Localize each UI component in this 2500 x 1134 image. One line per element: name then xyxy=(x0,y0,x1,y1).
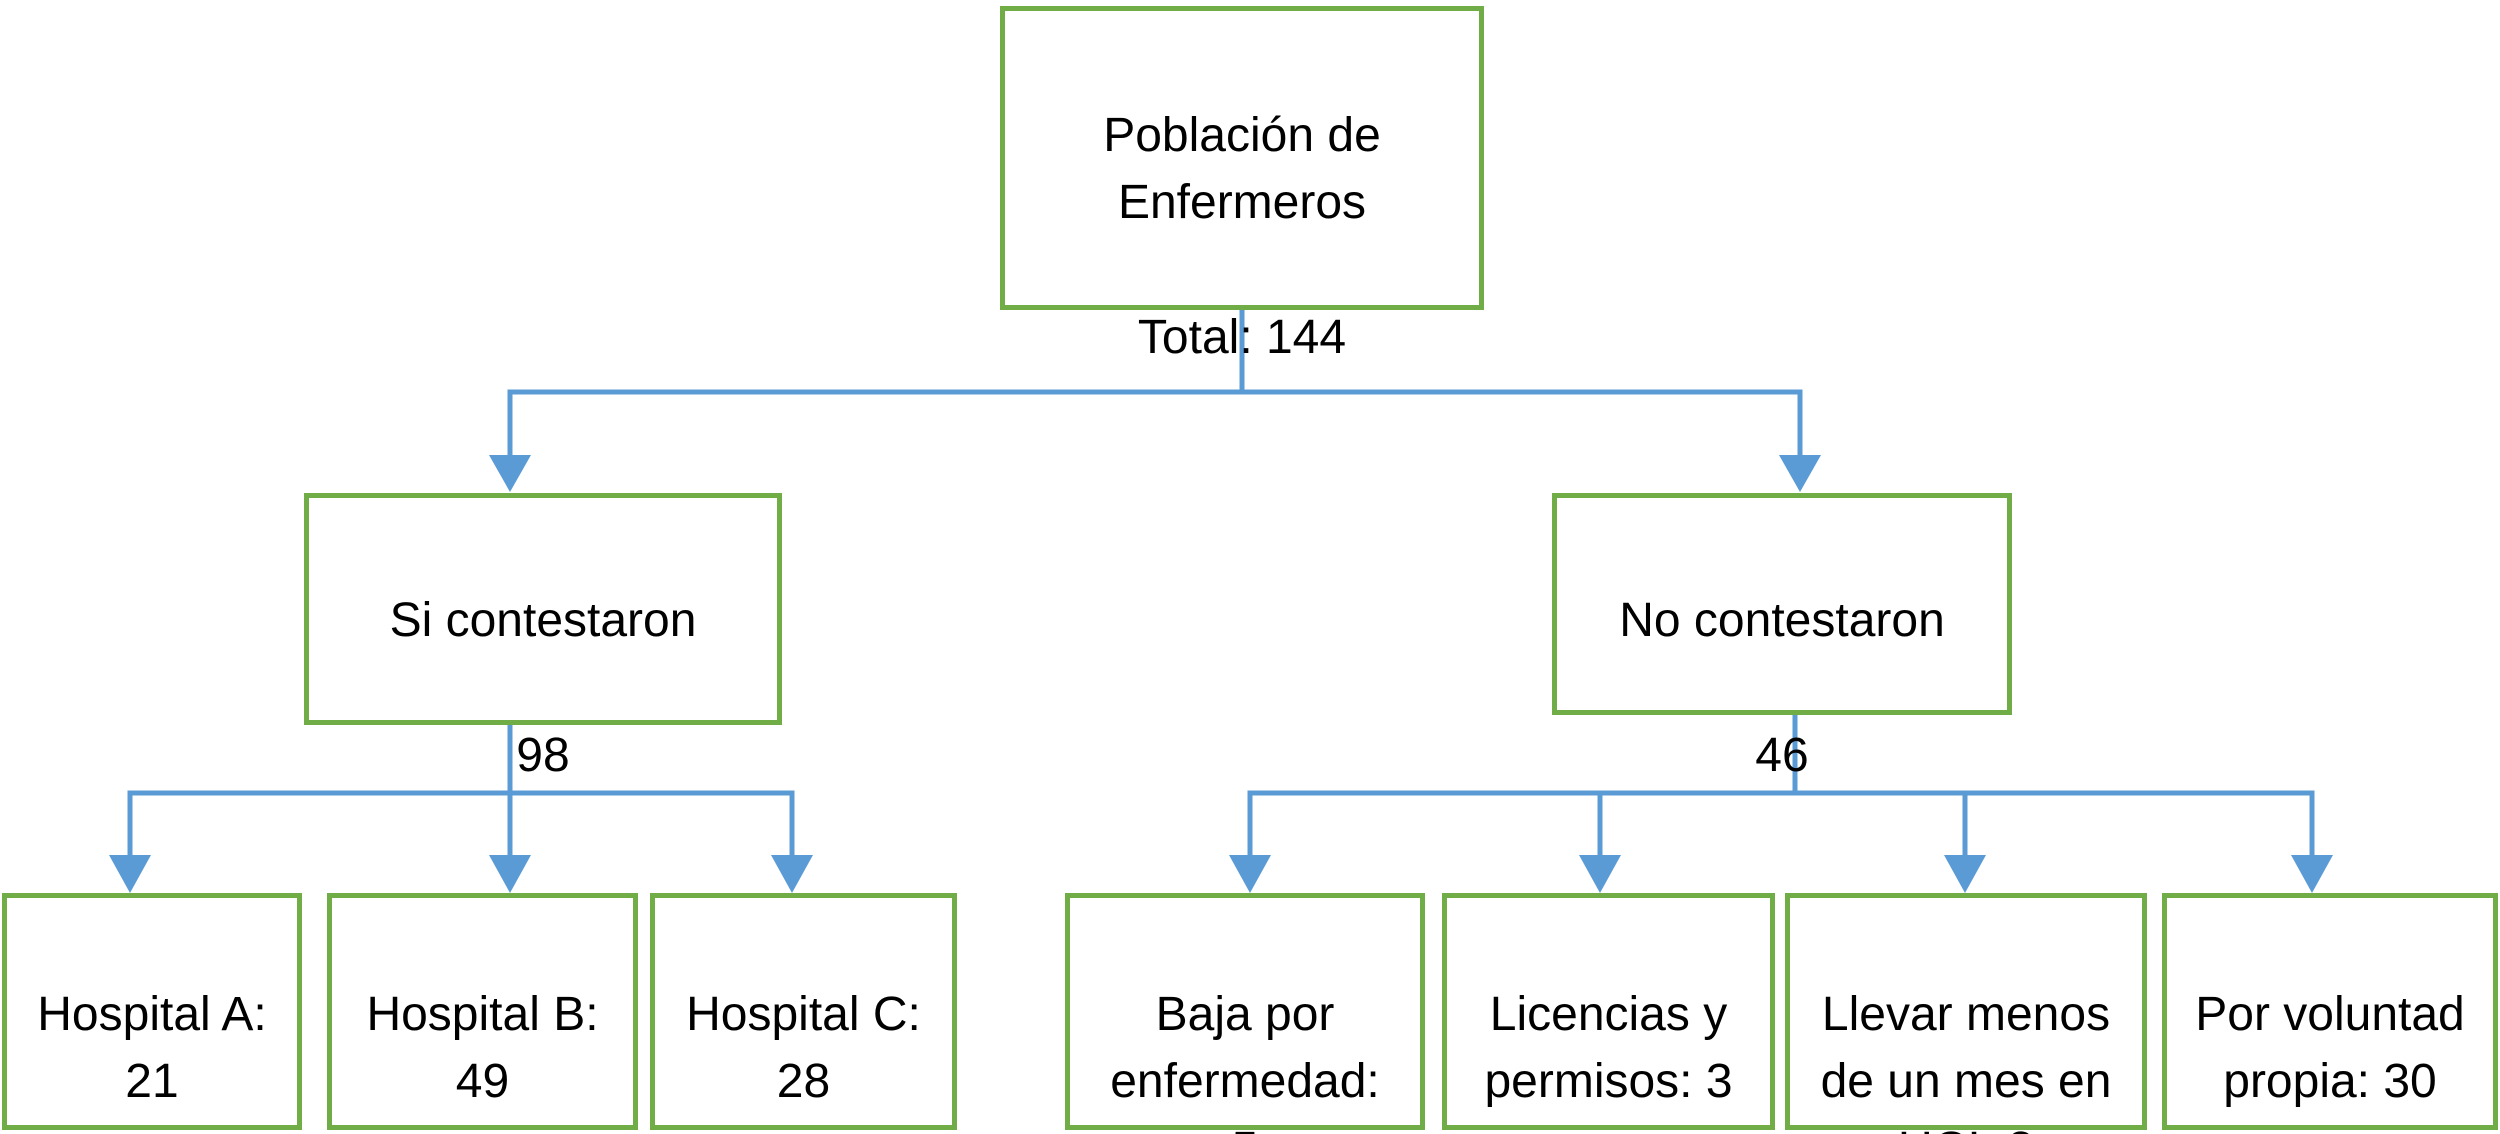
arrowhead-down-icon xyxy=(489,855,531,893)
node-menos-de-un-mes-uci-text: Llevar menos de un mes en UCI: 8 xyxy=(1820,988,2112,1134)
arrowhead-down-icon xyxy=(489,455,531,492)
connector-si-rail xyxy=(127,790,795,858)
node-poblacion-enfermeros-text: Población de Enfermeros Total: 144 xyxy=(1103,109,1381,364)
connector-level1-rail xyxy=(507,389,1803,458)
arrowhead-down-icon xyxy=(109,855,151,893)
arrowhead-down-icon xyxy=(1779,455,1821,492)
node-licencias-y-permisos: Licencias y permisos: 3 xyxy=(1442,893,1775,1130)
node-baja-por-enfermedad-text: Baja por enfermedad: 5 xyxy=(1110,988,1380,1134)
node-si-contestaron-text: Si contestaron 98 xyxy=(389,594,697,782)
node-hospital-c: Hospital C: 28 xyxy=(650,893,957,1130)
node-poblacion-enfermeros: Población de Enfermeros Total: 144 xyxy=(1000,6,1484,364)
node-baja-por-enfermedad: Baja por enfermedad: 5 xyxy=(1065,893,1425,1134)
arrowhead-down-icon xyxy=(2291,855,2333,893)
connector-no-rail xyxy=(1247,790,2315,858)
node-por-voluntad-propia-text: Por voluntad propia: 30 xyxy=(2195,988,2465,1109)
node-hospital-a: Hospital A: 21 xyxy=(2,893,302,1130)
node-licencias-y-permisos-text: Licencias y permisos: 3 xyxy=(1484,988,1733,1109)
node-hospital-a-text: Hospital A: 21 xyxy=(37,988,267,1109)
node-no-contestaron: No contestaron 46 xyxy=(1552,493,2012,782)
node-hospital-c-text: Hospital C: 28 xyxy=(686,988,921,1109)
node-por-voluntad-propia: Por voluntad propia: 30 xyxy=(2162,893,2498,1130)
node-menos-de-un-mes-uci: Llevar menos de un mes en UCI: 8 xyxy=(1785,893,2147,1134)
arrowhead-down-icon xyxy=(1944,855,1986,893)
node-no-contestaron-text: No contestaron 46 xyxy=(1619,594,1945,782)
arrowhead-down-icon xyxy=(1229,855,1271,893)
arrowhead-down-icon xyxy=(1579,855,1621,893)
arrowhead-down-icon xyxy=(771,855,813,893)
node-hospital-b: Hospital B: 49 xyxy=(327,893,638,1130)
node-hospital-b-text: Hospital B: 49 xyxy=(366,988,599,1109)
node-si-contestaron: Si contestaron 98 xyxy=(304,493,782,782)
